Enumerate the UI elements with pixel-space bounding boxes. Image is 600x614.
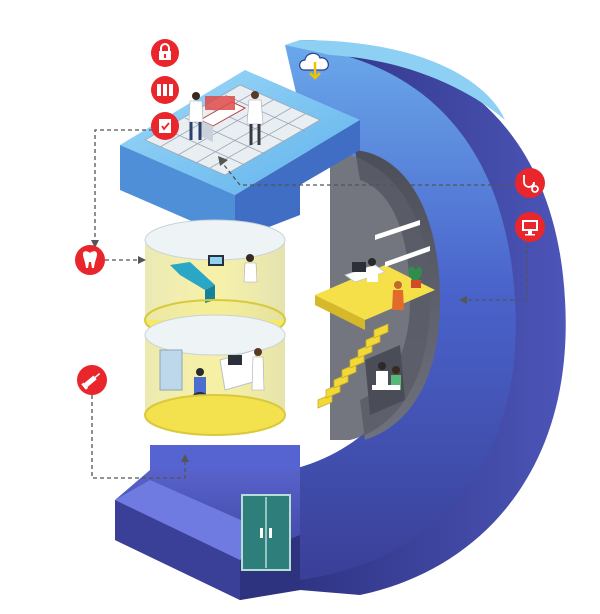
cloud-download-icon [299, 52, 329, 80]
checklist-badge[interactable] [151, 112, 179, 140]
glass-cylinder-floors [144, 219, 286, 436]
stethoscope-icon [523, 175, 539, 193]
telemedicine-badge[interactable] [515, 212, 545, 242]
yellow-staircase [317, 323, 389, 409]
lab-scientist-right [246, 91, 264, 145]
cardiology-badge[interactable] [515, 168, 545, 198]
laboratory-roof [120, 52, 360, 240]
syringe-icon [81, 372, 101, 390]
lounge-under-stairs [365, 345, 405, 415]
dental-badge[interactable] [75, 245, 105, 275]
binders-icon [157, 84, 173, 96]
security-badge[interactable] [151, 39, 179, 67]
reception-floor [144, 314, 286, 436]
tooth-icon [83, 251, 97, 268]
lab-bench [198, 96, 247, 142]
dental-clinic-floor [144, 219, 286, 341]
clipboard-check-icon [159, 119, 171, 133]
office-mezzanine [315, 220, 435, 330]
pharmacy-badge[interactable] [77, 365, 107, 395]
lock-icon [159, 43, 171, 60]
connector-arrowheads [91, 156, 467, 462]
lab-scientist-left [188, 92, 204, 140]
monitor-icon [522, 220, 538, 236]
entrance-door[interactable] [241, 494, 291, 571]
records-badge[interactable] [151, 76, 179, 104]
dashed-connectors [91, 129, 528, 479]
